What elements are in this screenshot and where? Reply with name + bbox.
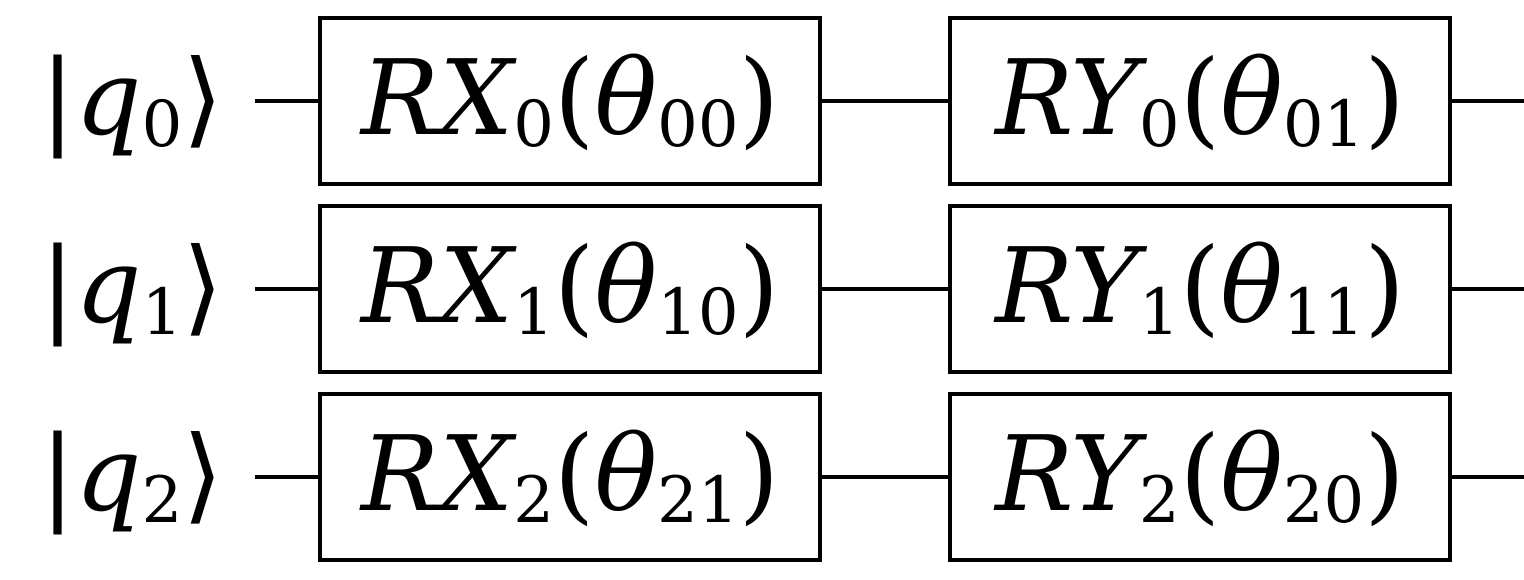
ry-gate (948, 16, 1452, 186)
ry-gate-label: RY1(θ11) (993, 225, 1405, 350)
rx-gate-label: RX0(θ00) (359, 37, 779, 162)
rx-gate (318, 392, 822, 562)
qubit-ket-label: |q1⟩ (40, 225, 223, 350)
rx-gate-label: RX2(θ21) (359, 413, 779, 538)
ry-gate-label: RY2(θ20) (993, 413, 1405, 538)
rx-gate-label: RX1(θ10) (359, 225, 779, 350)
qubit-row-1: |q1⟩ RX1(θ10) RY1(θ11) (40, 204, 1524, 374)
ry-gate-label: RY0(θ01) (993, 37, 1405, 162)
qubit-ket-label: |q0⟩ (40, 37, 223, 162)
qubit-row-2: |q2⟩ RX2(θ21) RY2(θ20) (40, 392, 1524, 562)
rx-gate (318, 204, 822, 374)
ry-gate (948, 204, 1452, 374)
qubit-ket-label: |q2⟩ (40, 413, 223, 538)
ry-gate (948, 392, 1452, 562)
rx-gate (318, 16, 822, 186)
qubit-row-0: |q0⟩ RX0(θ00) RY0(θ01) (40, 16, 1524, 186)
